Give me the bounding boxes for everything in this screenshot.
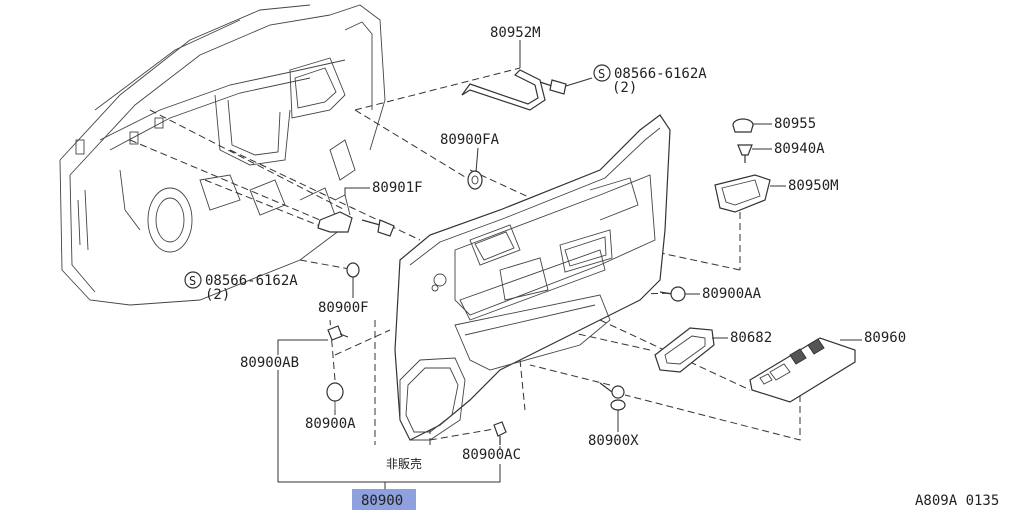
label-qty-left: (2) [205,287,230,303]
bracket-80952m [461,69,546,111]
label-80900fa[interactable]: 80900FA [440,132,500,148]
leader-lines [277,40,862,490]
screw-symbol-text: S [598,67,605,81]
pocket-80950m [714,174,771,213]
clip-80900fa [467,170,483,190]
label-80682[interactable]: 80682 [730,330,772,346]
label-80901f[interactable]: 80901F [372,180,423,196]
label-80952m[interactable]: 80952M [490,25,541,41]
label-80940a[interactable]: 80940A [774,141,825,157]
label-80900ab[interactable]: 80900AB [240,355,299,371]
door-trim-panel [394,114,671,441]
screw-left [361,219,395,237]
clip-80900ab [327,325,349,341]
label-80900x[interactable]: 80900X [588,433,639,449]
clip-80900aa [659,286,686,302]
switch-80960 [749,337,856,403]
bezel-80682 [654,327,715,373]
label-80960[interactable]: 80960 [864,330,906,346]
label-80950m[interactable]: 80950M [788,178,839,194]
label-08566-6162a-left[interactable]: 08566-6162A [205,273,298,289]
screw-symbol-left: S [184,271,202,289]
part-highlight [352,489,416,510]
label-08566-6162a-top[interactable]: 08566-6162A [614,66,707,82]
screw-symbol-top: S [593,64,611,82]
screw-80940a [737,144,753,163]
screw-symbol-text: S [189,274,196,288]
clip-80900ac [493,421,507,445]
figure-code: A809A 0135 [915,493,999,509]
door-frame [59,4,386,306]
label-80900f[interactable]: 80900F [318,300,369,316]
bracket-80901f [317,194,353,233]
clip-80900x [599,382,626,411]
clip-80900a [326,382,344,410]
screw-top [539,79,567,95]
label-80900aa[interactable]: 80900AA [702,286,762,302]
label-80900a[interactable]: 80900A [305,416,356,432]
label-80955[interactable]: 80955 [774,116,816,132]
cap-80955 [732,118,754,133]
label-80900[interactable]: 80900 [361,493,403,509]
label-qty-top: (2) [612,80,637,96]
label-not-for-sale: 非販売 [386,456,422,471]
label-80900ac[interactable]: 80900AC [462,447,521,463]
